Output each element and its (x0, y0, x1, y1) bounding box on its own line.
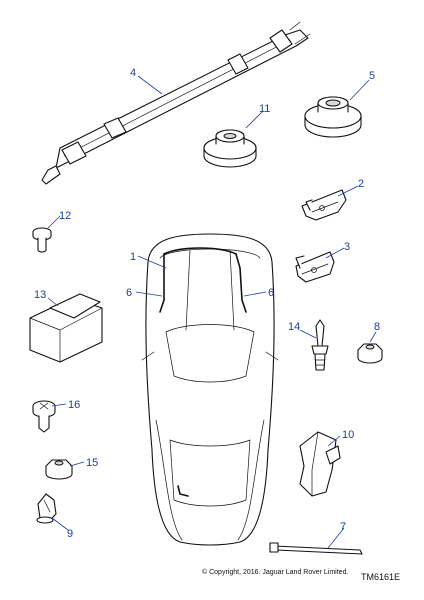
leader-lines (47, 75, 377, 549)
callout-4: 4 (130, 67, 136, 79)
callout-3: 3 (344, 241, 350, 253)
callout-11: 11 (259, 103, 270, 115)
bracket-part-3 (295, 251, 335, 283)
callout-6-left: 6 (126, 287, 132, 299)
copyright-text: © Copyright, 2016. Jaguar Land Rover Lim… (202, 568, 348, 576)
screw-part (32, 400, 56, 433)
callout-12: 12 (59, 210, 71, 222)
callout-9: 9 (67, 528, 73, 540)
callout-7: 7 (340, 521, 346, 533)
cable-tie-part (269, 542, 363, 555)
flange-nut-part-8 (357, 343, 383, 364)
callout-14: 14 (288, 321, 300, 333)
callout-6-right: 6 (268, 287, 274, 299)
callout-15: 15 (86, 457, 98, 469)
figure-code: TM6161E (361, 572, 400, 582)
car-body-outline (141, 233, 279, 546)
callout-10: 10 (342, 429, 354, 441)
callout-13: 13 (34, 289, 46, 301)
callout-5: 5 (369, 70, 375, 82)
callout-16: 16 (68, 399, 80, 411)
callout-8: 8 (374, 321, 380, 333)
callout-1: 1 (130, 251, 136, 263)
bracket-part-2 (301, 189, 347, 221)
large-grommet-part (304, 96, 362, 138)
push-rivet-part (32, 227, 52, 253)
medium-grommet-part (203, 129, 257, 168)
foam-block-part (29, 293, 103, 363)
harness-rail-part (41, 21, 311, 185)
cable-clip-part-9 (36, 493, 57, 524)
car-wiring-harness (159, 247, 247, 497)
callout-2: 2 (358, 178, 364, 190)
flange-nut-part-15 (45, 459, 73, 480)
rivet-stud-part (311, 319, 329, 371)
harness-clip-part-10 (299, 431, 341, 497)
